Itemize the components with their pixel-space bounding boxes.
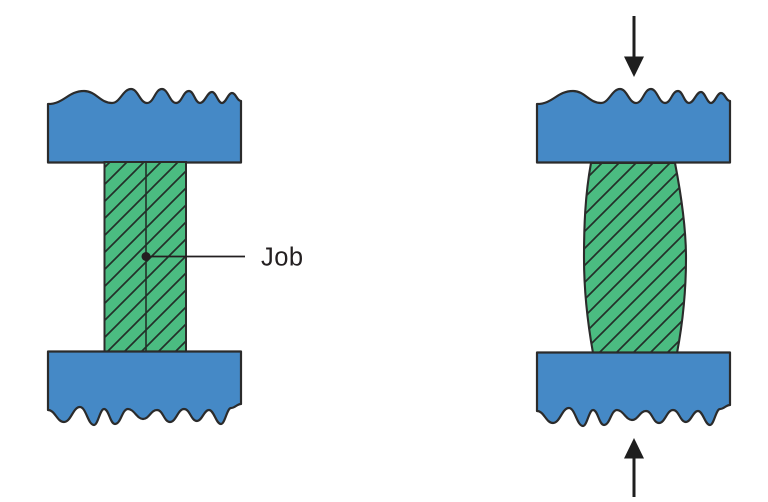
right-bottom-die [535, 351, 732, 428]
right-figure [535, 16, 732, 497]
job-leader-dot [141, 252, 151, 261]
left-bottom-die [46, 350, 243, 427]
job-label: Job [261, 244, 304, 272]
left-figure: Job [46, 87, 304, 427]
force-up-arrow-icon [624, 438, 644, 497]
left-top-die [46, 87, 243, 164]
right-job-workpiece-bulged [582, 161, 688, 355]
right-top-die [535, 87, 732, 164]
force-down-arrow-icon [624, 16, 644, 77]
job-annotation: Job [141, 244, 304, 272]
